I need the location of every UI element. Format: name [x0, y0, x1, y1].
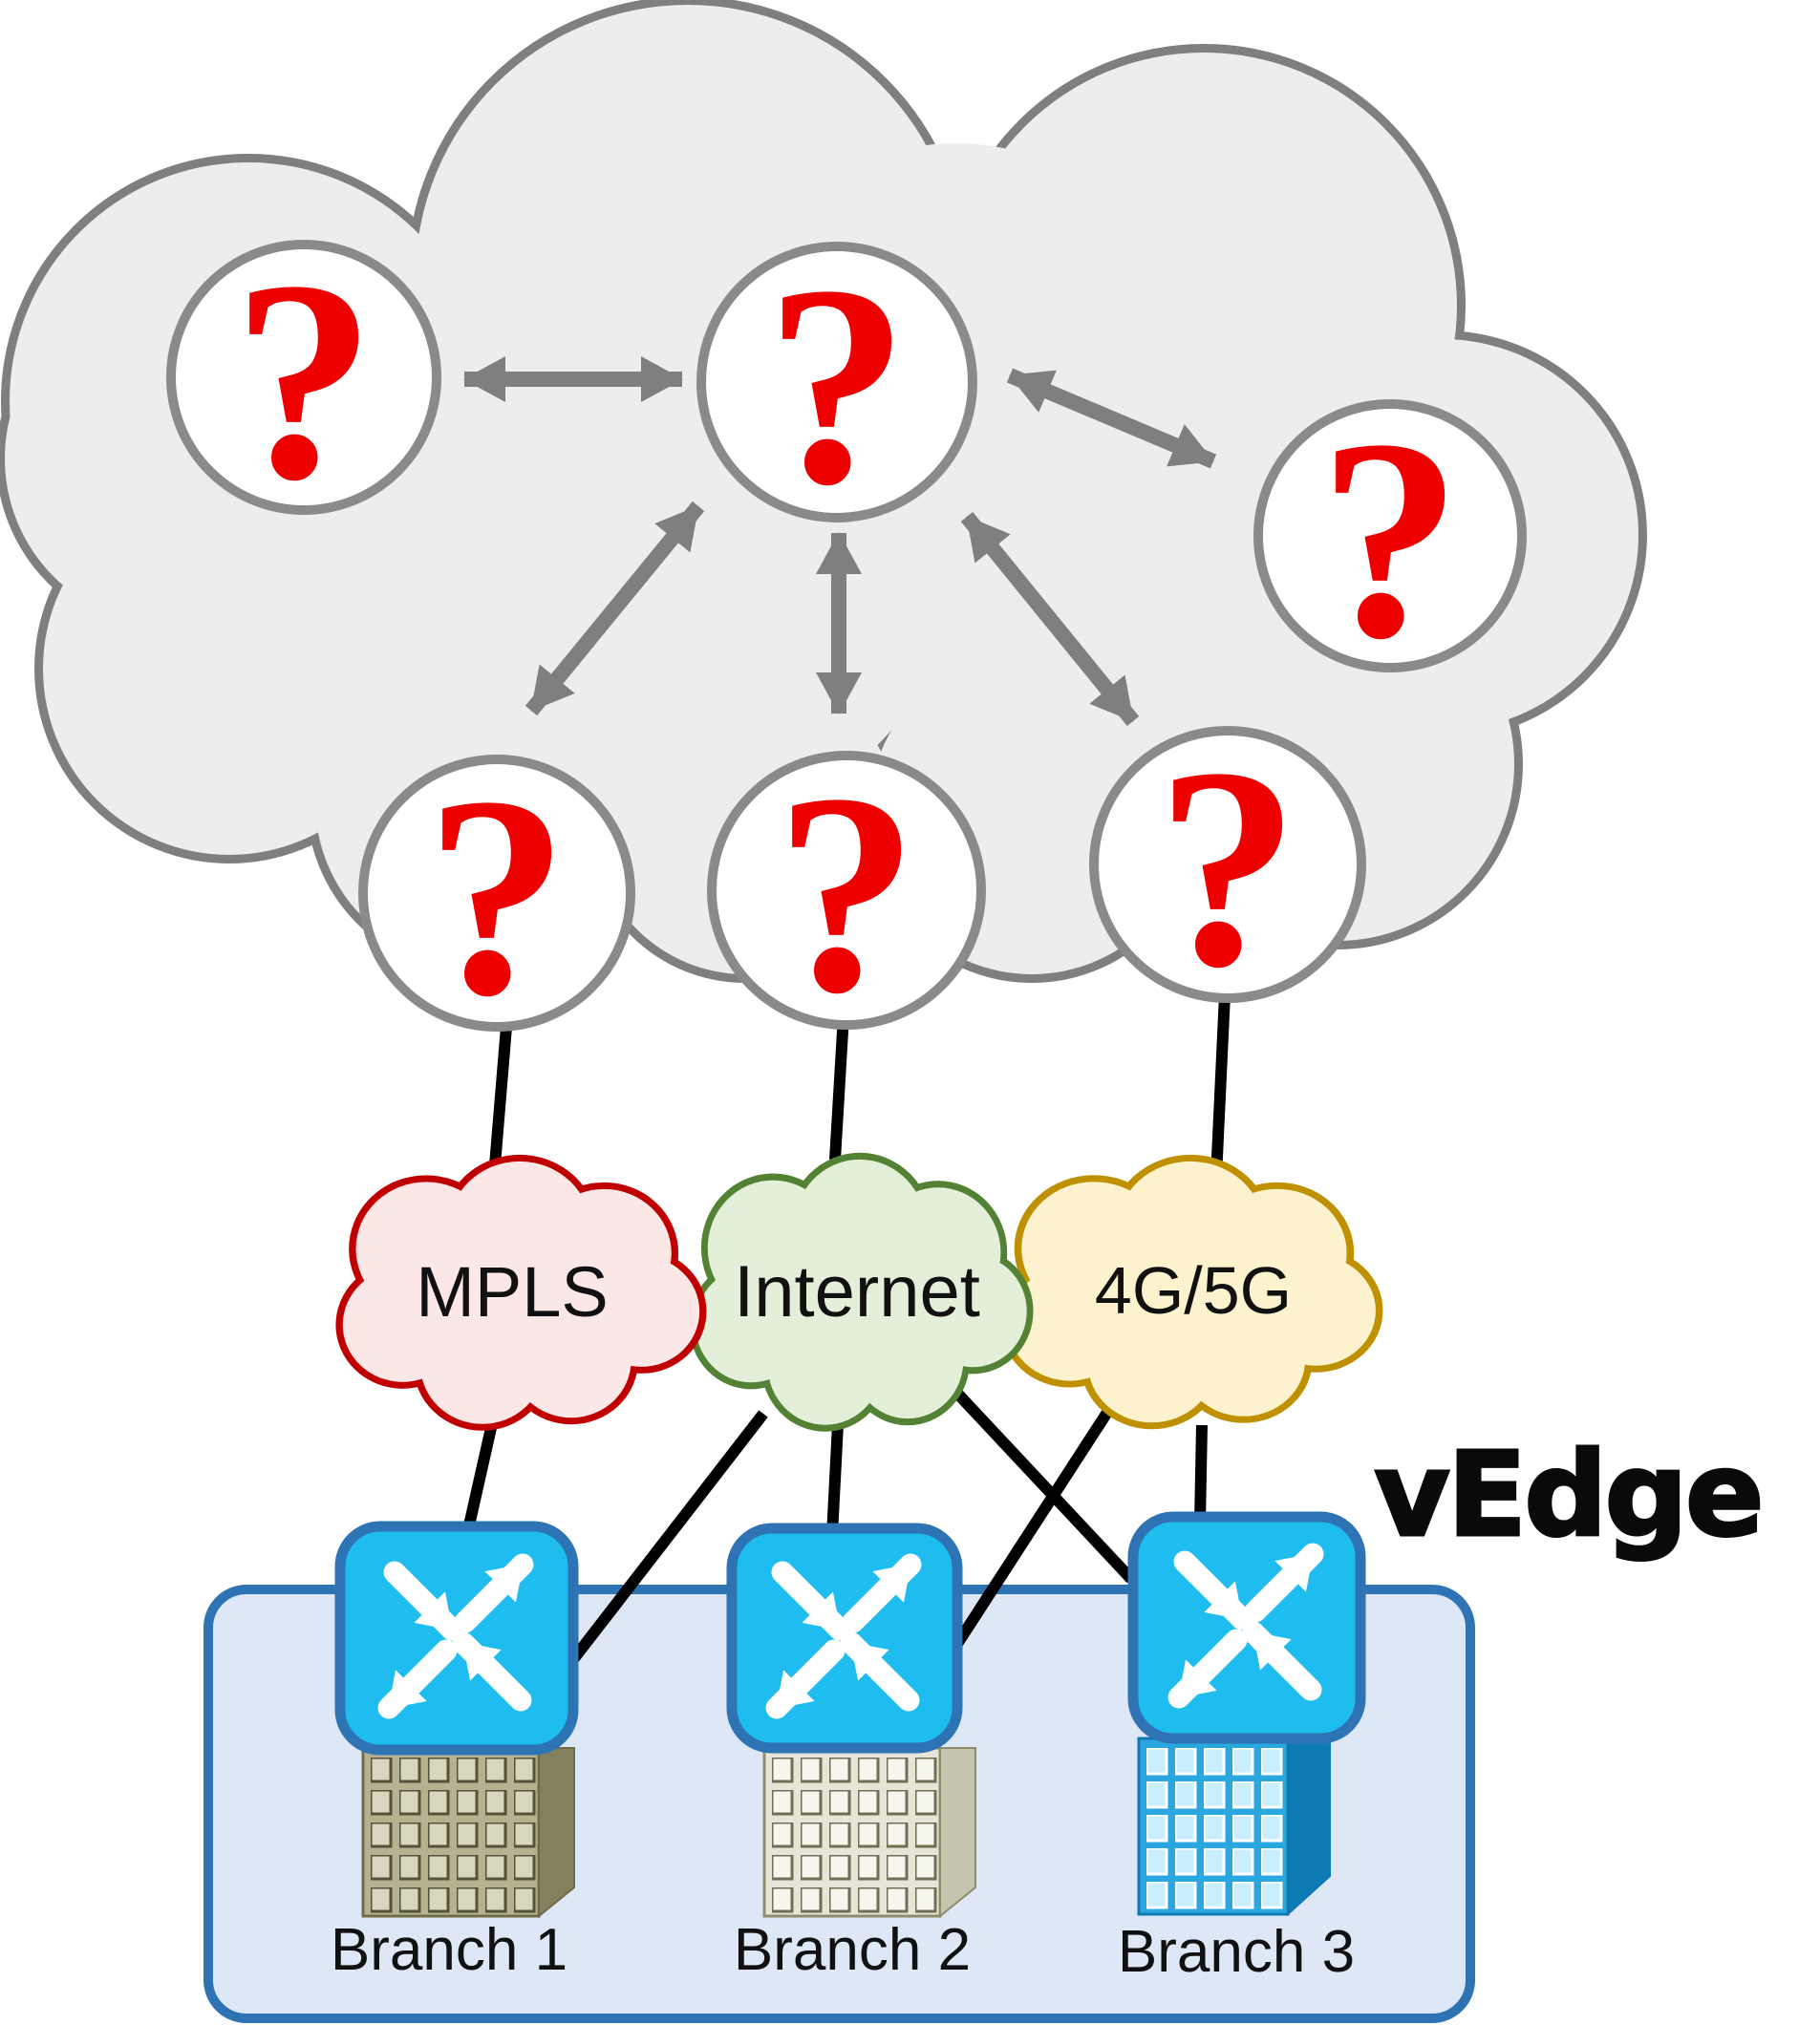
question-mark-icon: ? — [765, 226, 909, 544]
link-node4-mpls — [488, 1014, 513, 1178]
transport-links — [461, 993, 1231, 1662]
building-windows — [369, 1756, 537, 1914]
node-circle — [707, 751, 986, 1030]
building-branch1 — [361, 1746, 575, 1919]
router-vedge-1 — [334, 1521, 579, 1756]
link-internet-router3 — [945, 1380, 1136, 1584]
building-windows — [1145, 1746, 1290, 1912]
question-mark-icon: ? — [232, 222, 375, 539]
overlay-node-2: ? — [696, 226, 977, 544]
link-4g5g-router3 — [1194, 1424, 1208, 1524]
overlay-node-1: ? — [166, 222, 441, 539]
question-mark-icon: ? — [775, 735, 918, 1052]
link-internet-router2 — [826, 1423, 844, 1536]
router-vedge-2 — [726, 1523, 963, 1754]
link-4g5g-router2 — [950, 1407, 1114, 1651]
overlay-node-3: ? — [1253, 380, 1527, 697]
overlay-node-5: ? — [707, 735, 986, 1052]
branch3-label: Branch 3 — [1118, 1919, 1355, 1985]
node-circle — [1089, 726, 1366, 1003]
building-branch3 — [1137, 1737, 1331, 1917]
cloud-internet-label: Internet — [734, 1251, 980, 1332]
cloud-4g5g-label: 4G/5G — [1095, 1253, 1292, 1328]
overlay-node-4: ? — [358, 737, 635, 1055]
building-windows — [770, 1756, 938, 1914]
overlay-nodes: ? ? ? ? ? ? — [166, 222, 1527, 1055]
arrow-node2-node3 — [1006, 368, 1217, 469]
branch2-label: Branch 2 — [734, 1917, 971, 1983]
question-mark-icon: ? — [1156, 709, 1299, 1026]
building-side — [939, 1747, 976, 1919]
overlay-mesh-arrows — [463, 356, 1217, 727]
node-circle — [696, 242, 977, 522]
arrow-node2-node4 — [525, 501, 705, 716]
link-internet-router1 — [569, 1410, 768, 1662]
node-circle — [1253, 399, 1527, 672]
node-circle — [166, 240, 441, 515]
question-mark-icon: ? — [425, 737, 568, 1055]
cloud-mpls: MPLS — [343, 1162, 699, 1424]
overlay-node-6: ? — [1089, 709, 1366, 1026]
link-node5-internet — [829, 1014, 849, 1161]
node-circle — [358, 755, 635, 1032]
arrow-node2-node6 — [960, 511, 1140, 727]
link-mpls-router1 — [461, 1418, 499, 1536]
question-mark-icon: ? — [1318, 380, 1462, 697]
branch1-label: Branch 1 — [331, 1917, 567, 1983]
router-vedge-3 — [1127, 1511, 1366, 1744]
cloud-4g5g: 4G/5G — [1008, 1162, 1376, 1422]
building-branch2 — [762, 1746, 976, 1919]
cloud-mpls-label: MPLS — [416, 1252, 609, 1332]
vedge-title: vEdge — [1374, 1427, 1761, 1563]
building-side — [538, 1747, 575, 1919]
cloud-internet: Internet — [696, 1160, 1027, 1425]
